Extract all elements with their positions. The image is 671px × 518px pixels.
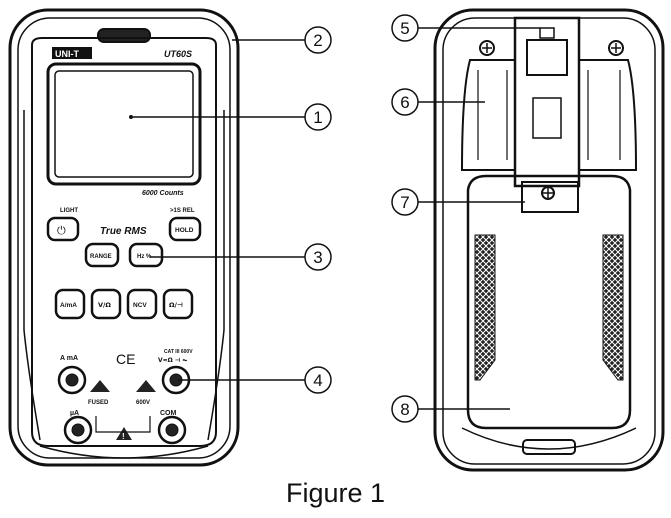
tilt-stand-clip (526, 39, 568, 76)
front-holster-outer (8, 8, 240, 467)
range-key[interactable] (84, 242, 120, 268)
callout-8-number: 8 (400, 400, 409, 419)
callout-6-number: 6 (400, 93, 409, 112)
power-key[interactable] (46, 216, 80, 242)
grip-right (602, 234, 624, 381)
side-ridge-right (207, 110, 225, 441)
callout-1-circle (304, 103, 332, 131)
jack-volt-limit: CAT III 600V (164, 349, 193, 355)
jack-com-core (165, 423, 179, 437)
front-body (31, 37, 217, 447)
screw-top-right (608, 40, 624, 56)
jack-com-label: COM (160, 410, 177, 417)
ce-mark: CE (116, 351, 135, 367)
callout-2-number: 2 (313, 31, 322, 50)
battery-door-latch[interactable] (521, 181, 579, 213)
range-key-label: RANGE (90, 254, 112, 260)
callout-numbers: 1 2 3 4 5 6 7 8 (313, 19, 409, 419)
v-ohm-key[interactable] (90, 288, 122, 320)
warning-mark: ! (122, 432, 125, 441)
figure-caption: Figure 1 (285, 478, 386, 508)
bottom-contour (461, 427, 637, 450)
jack-a-ma-label: A mA (60, 355, 78, 362)
callout-7-circle (391, 188, 419, 216)
rel-label: >1S REL (170, 208, 195, 214)
front-text: UNI-T UT60S 6000 Counts LIGHT >1S REL Tr… (55, 49, 195, 441)
probe-holder-right (578, 59, 638, 171)
ncv-key-label: NCV (133, 302, 147, 309)
callouts (133, 14, 540, 423)
light-label: LIGHT (60, 208, 78, 214)
probe-holder-left (460, 59, 516, 171)
cat-voltage-label: 600V (136, 400, 150, 406)
battery-door-screw-slot (543, 188, 553, 198)
callout-3-circle (304, 243, 332, 271)
lcd-frame (46, 62, 202, 186)
hz-key[interactable] (128, 242, 164, 268)
a-ma-key[interactable] (54, 288, 86, 320)
a-ma-key-label: A/mA (60, 302, 77, 309)
diode-key-label: Ω/⊣ (169, 301, 183, 309)
callout-6-circle (391, 88, 419, 116)
top-slot (97, 28, 151, 43)
lcd-display (54, 70, 194, 178)
grip-left (474, 234, 496, 381)
screw-top-left (479, 40, 495, 56)
hold-key[interactable] (168, 216, 202, 242)
callout-7-number: 7 (400, 193, 409, 212)
v-ohm-key-label: V/Ω (98, 301, 111, 309)
jack-a-ma-core (65, 373, 79, 387)
jack-ua-label: µA (70, 410, 79, 417)
callout-3-number: 3 (313, 248, 322, 267)
front-view (8, 8, 240, 467)
jack-a-ma[interactable] (57, 365, 87, 395)
callout-4-circle (304, 366, 332, 394)
fused-label: FUSED (88, 400, 109, 406)
back-holster-outer (433, 8, 665, 472)
callout-5-circle (391, 14, 419, 42)
callout-8-circle (391, 395, 419, 423)
brand-plate (52, 47, 92, 59)
screw-top-right-slot (611, 43, 621, 53)
probe-holder-left-slot (477, 70, 508, 160)
jack-ua[interactable] (63, 415, 93, 445)
hold-key-label: HOLD (175, 227, 194, 234)
bottom-foot (522, 439, 576, 455)
tilt-stand-window (532, 97, 562, 139)
power-key-glyph: ⏻ (57, 224, 66, 237)
tilt-stand-clip-top (539, 27, 555, 39)
jack-ua-core (71, 423, 85, 437)
tilt-stand[interactable] (513, 16, 581, 188)
callout-4-number: 4 (313, 371, 322, 390)
counts-label: 6000 Counts (142, 190, 184, 197)
warning-wedge-right (136, 380, 156, 392)
warning-triangle (116, 427, 132, 440)
lcd-marker-dot (129, 115, 133, 119)
side-ridge-left (23, 110, 41, 441)
screw-top-left-slot (482, 43, 492, 53)
brand-label: UNI-T (55, 49, 79, 59)
diode-key[interactable] (162, 288, 194, 320)
probe-holder-right-slot (587, 70, 621, 160)
callout-2-circle (304, 26, 332, 54)
true-rms-label: True RMS (100, 226, 147, 237)
ncv-key[interactable] (126, 288, 158, 320)
model-label: UT60S (164, 49, 192, 59)
jack-volt-label: V≂Ω ⊣ ⏦ (158, 357, 187, 364)
warning-wedge-left (90, 380, 110, 392)
battery-door-screw (541, 186, 555, 200)
jack-com[interactable] (157, 415, 187, 445)
hz-key-label: Hz % (137, 254, 152, 260)
callout-5-number: 5 (400, 19, 409, 38)
callout-1-number: 1 (313, 108, 322, 127)
jack-bracket (95, 416, 151, 433)
battery-door[interactable] (466, 174, 632, 430)
back-view (433, 8, 665, 472)
front-foot (39, 445, 209, 459)
